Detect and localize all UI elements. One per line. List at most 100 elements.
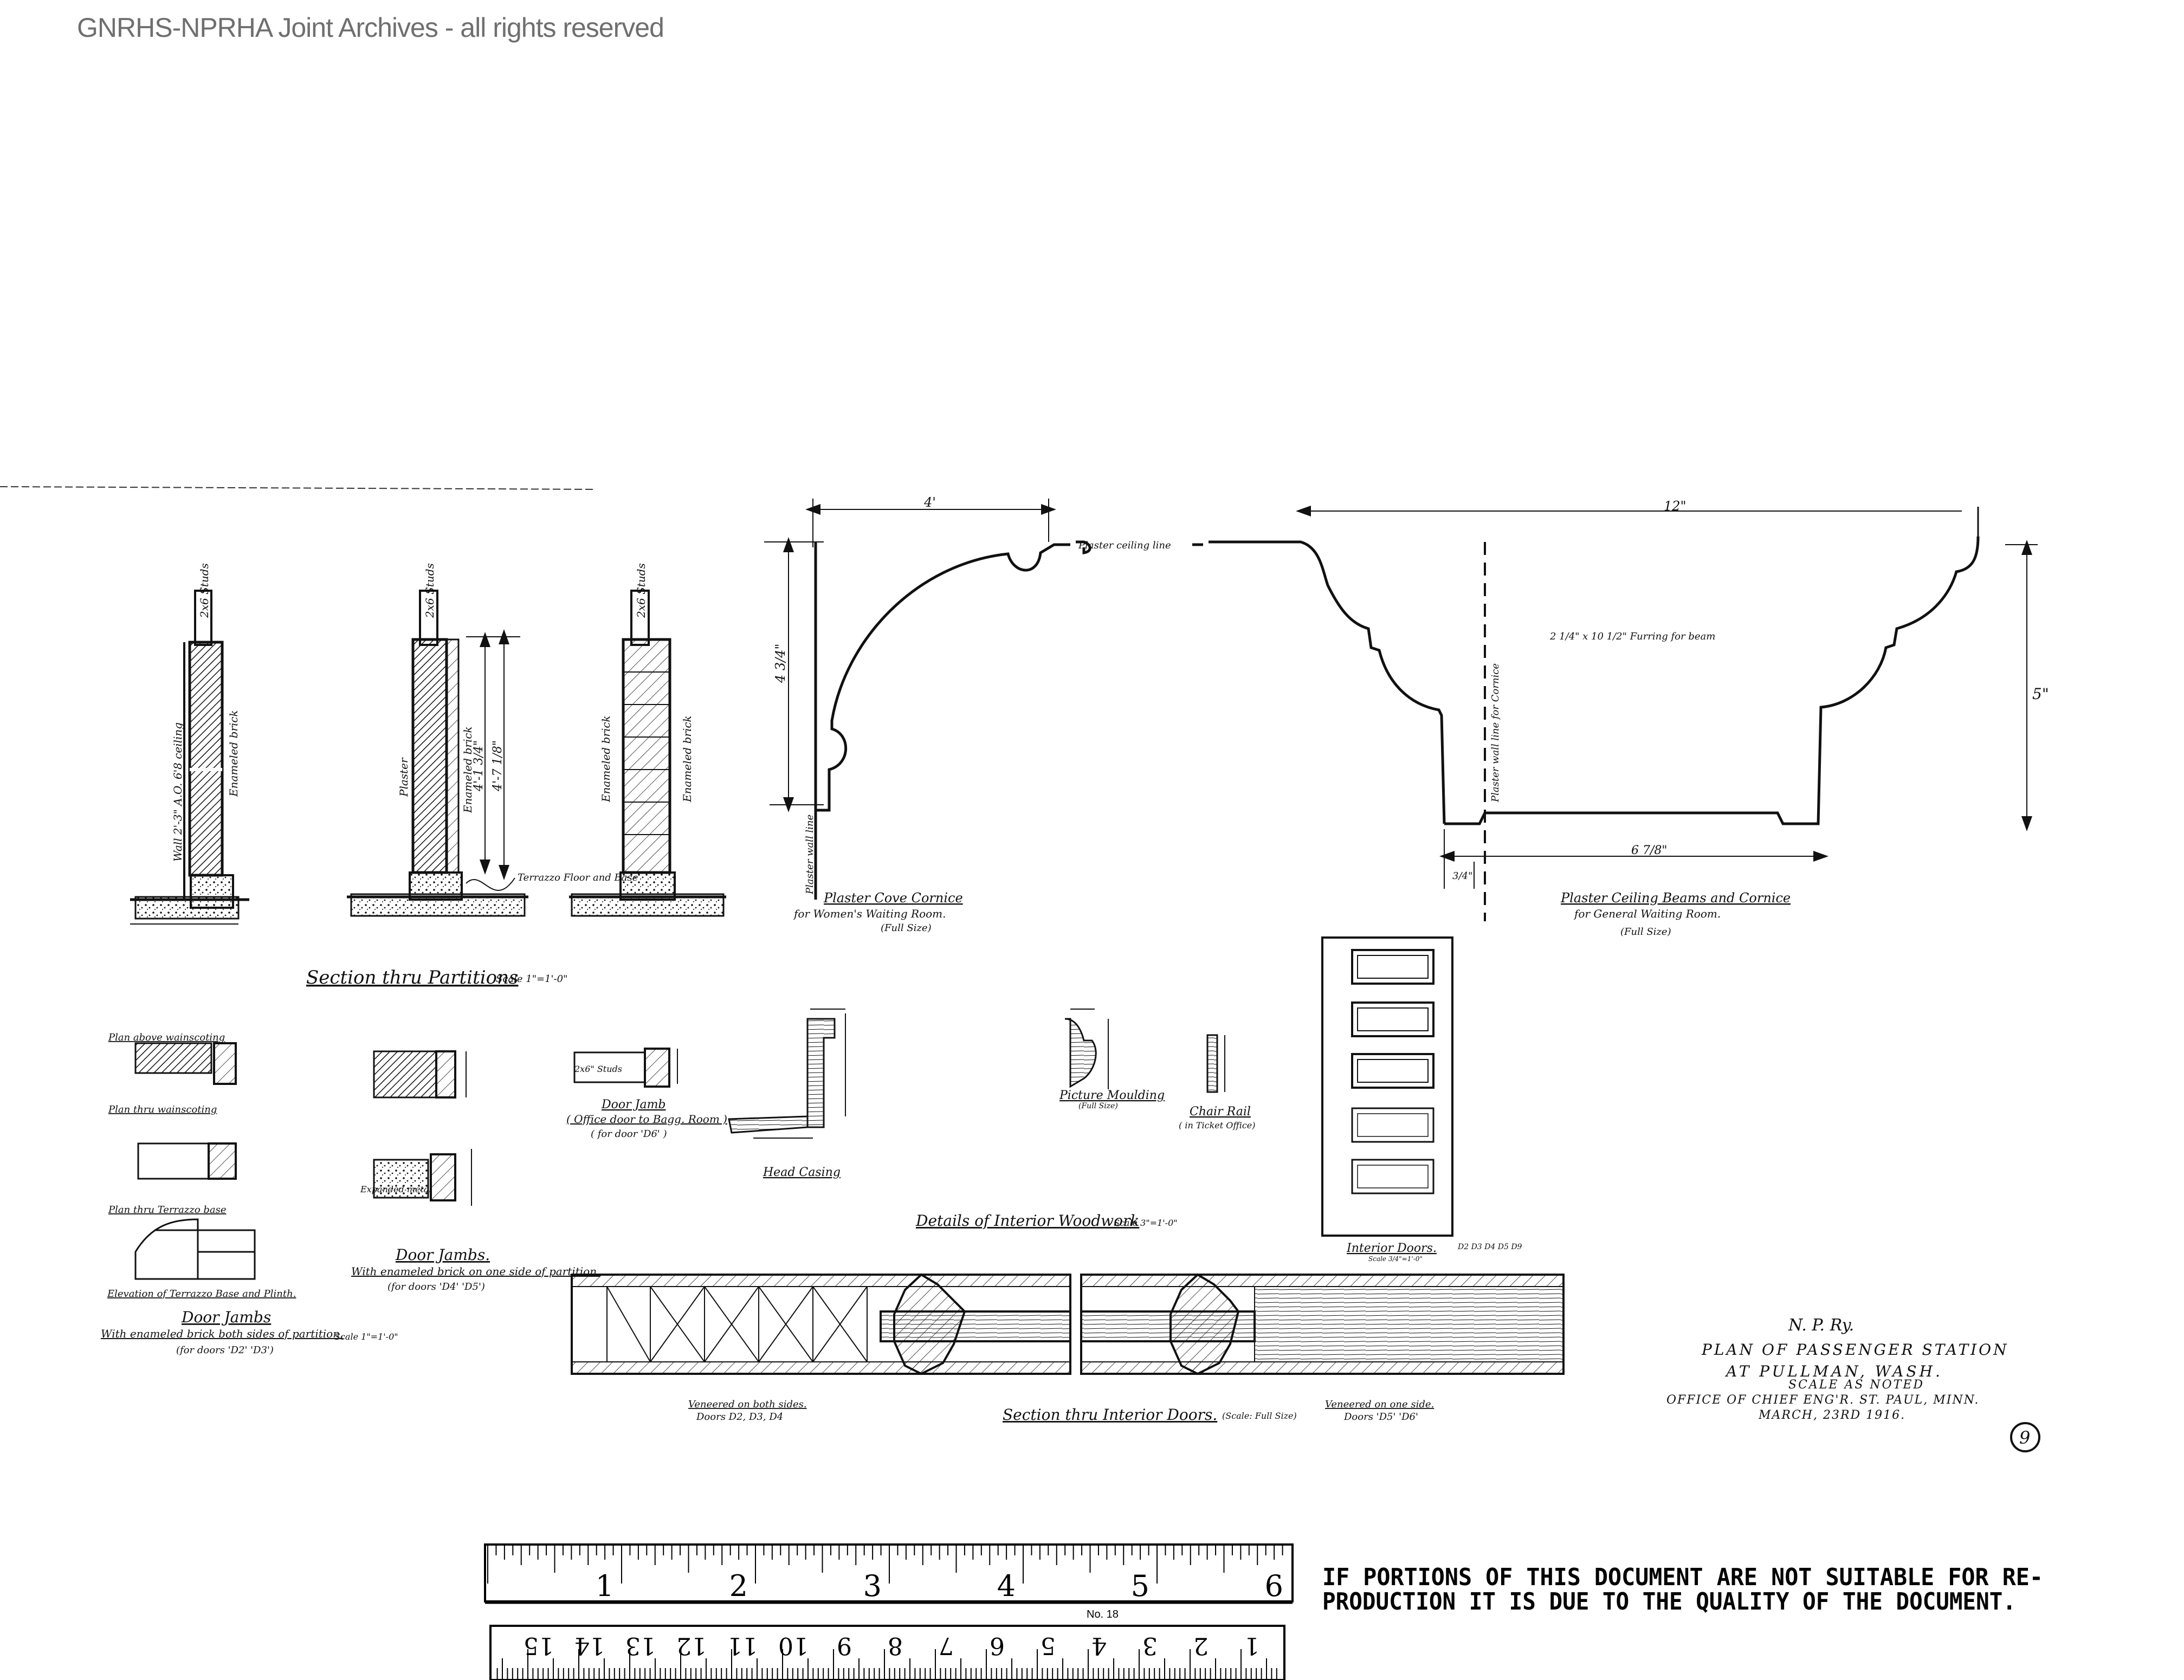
cornice-subtitle: for Women's Waiting Room. bbox=[793, 907, 946, 920]
door-jamb-c: 2x6" Studs Door Jamb ( Office door to Ba… bbox=[566, 1048, 727, 1140]
furring-label: 2 1/4" x 10 1/2" Furring for beam bbox=[1549, 631, 1715, 642]
terrazzo-label: Terrazzo Floor and Base bbox=[518, 872, 638, 883]
studs-label-3: 2x6 Studs bbox=[635, 563, 648, 618]
enamel-label-4: Enameled brick bbox=[681, 715, 694, 803]
ruler-cm-label: 8 bbox=[888, 1632, 903, 1659]
door-panel bbox=[1351, 1053, 1435, 1089]
picture-moulding-size: (Full Size) bbox=[1078, 1102, 1118, 1110]
ruler-inch-label: 6 bbox=[1265, 1569, 1283, 1603]
plan-terrazzo-label: Plan thru Terrazzo base bbox=[108, 1204, 227, 1216]
beams-size: (Full Size) bbox=[1620, 926, 1671, 938]
head-casing-label: Head Casing bbox=[763, 1166, 841, 1179]
beams-title: Plaster Ceiling Beams and Cornice bbox=[1560, 890, 1791, 906]
cornice-title: Plaster Cove Cornice bbox=[823, 890, 963, 906]
sheet-number-circle bbox=[2010, 1422, 2040, 1452]
studs-label-1: 2x6 Studs bbox=[198, 563, 211, 618]
partitions-scale: Scale 1"=1'-0" bbox=[496, 973, 567, 985]
interior-doors-scale: Scale 3/4"=1'-0" bbox=[1368, 1255, 1423, 1263]
cornice-width-dim: 4' bbox=[923, 495, 936, 510]
ceiling-line-label: Plaster ceiling line bbox=[1078, 540, 1171, 551]
picture-moulding-label: Picture Moulding bbox=[1059, 1089, 1165, 1102]
sheet-border-line bbox=[0, 486, 597, 490]
door-jambs-a-title: Door Jambs bbox=[181, 1308, 271, 1326]
archive-watermark: GNRHS-NPRHA Joint Archives - all rights … bbox=[77, 12, 664, 43]
doors-one-label: Doors 'D5' 'D6' bbox=[1343, 1411, 1418, 1423]
sheet-number: 9 bbox=[2019, 1427, 2030, 1448]
elevation-label: Elevation of Terrazzo Base and Plinth. bbox=[107, 1288, 296, 1300]
chair-rail-location: ( in Ticket Office) bbox=[1179, 1120, 1256, 1130]
beams-height-dim: 5" bbox=[2032, 685, 2049, 703]
ruler-cm-label: 1 bbox=[1244, 1632, 1259, 1659]
door-panel bbox=[1351, 1107, 1435, 1143]
studs-label-2: 2x6 Studs bbox=[423, 563, 436, 618]
title-location: AT PULLMAN, WASH. bbox=[1724, 1362, 1943, 1380]
door-jambs-b-title: Door Jambs. bbox=[395, 1246, 490, 1264]
ruler-cm-label: 14 bbox=[574, 1632, 605, 1659]
ruler-cm-label: 15 bbox=[524, 1632, 554, 1659]
partition-section-2: 2x6 Studs Plaster Enameled brick 4'-1 3/… bbox=[347, 563, 638, 917]
partitions-title: Section thru Partitions bbox=[306, 967, 518, 988]
ruler-cm-scale bbox=[489, 1625, 1285, 1680]
cornice-size: (Full Size) bbox=[881, 922, 932, 934]
ruler-cm-label: 11 bbox=[727, 1632, 758, 1659]
ceiling-beams-drawing: 12" 2 1/4" x 10 1/2" Furring for beam Pl… bbox=[1192, 499, 2049, 938]
height-dim-2: 4'-7 1/8" bbox=[491, 740, 505, 792]
door-section-left bbox=[571, 1273, 1071, 1375]
door-jambs-a: Plan above wainscoting Plan thru wainsco… bbox=[101, 1032, 398, 1356]
door-section-scale: (Scale: Full Size) bbox=[1222, 1411, 1297, 1421]
plan-thru-label: Plan thru wainscoting bbox=[108, 1104, 217, 1115]
cove-cornice-drawing: 4' 4 3/4" Plaster ceiling line Plaster w… bbox=[764, 495, 1171, 934]
veneer-one-label: Veneered on one side. bbox=[1325, 1399, 1434, 1410]
ruler-cm-label: 6 bbox=[990, 1632, 1005, 1659]
ruler-cm-label: 5 bbox=[1041, 1632, 1056, 1659]
door-section-right bbox=[1080, 1273, 1565, 1375]
interior-doors-codes: D2 D3 D4 D5 D9 bbox=[1457, 1243, 1522, 1251]
inch-ticks bbox=[487, 1546, 1283, 1584]
beams-wall-line-label: Plaster wall line for Cornice bbox=[1490, 663, 1501, 803]
title-plan: PLAN OF PASSENGER STATION bbox=[1701, 1341, 2009, 1359]
ruler-cm-label: 9 bbox=[837, 1632, 852, 1659]
interior-doors-title: Interior Doors. bbox=[1346, 1242, 1437, 1255]
door-jamb-c-subtitle: ( Office door to Bagg. Room ) bbox=[566, 1113, 727, 1126]
door-jambs-b-subtitle: With enameled brick on one side of parti… bbox=[351, 1265, 600, 1278]
beams-width-dim: 12" bbox=[1664, 499, 1687, 514]
cm-ticks bbox=[496, 1649, 1277, 1679]
door-jambs-a-subtitle: With enameled brick both sides of partit… bbox=[101, 1327, 343, 1340]
plaster-label: Plaster bbox=[397, 757, 410, 797]
partition-section-1: 2x6 Studs Wall 2'-3" A.O. 6'8 ceiling En… bbox=[130, 563, 249, 925]
door-jamb-c-title: Door Jamb bbox=[601, 1098, 666, 1112]
title-scale: SCALE AS NOTED bbox=[1788, 1378, 1924, 1392]
height-dim-1: 4'-1 3/4" bbox=[472, 740, 486, 792]
beams-left-dim: 3/4" bbox=[1452, 870, 1472, 882]
inch-labels: 1 2 3 4 5 6 bbox=[596, 1569, 1283, 1603]
beams-subtitle: for General Waiting Room. bbox=[1573, 907, 1721, 920]
ruler-cm-label: 13 bbox=[625, 1632, 656, 1659]
beams-bottom-dim: 6 7/8" bbox=[1631, 844, 1668, 857]
door-section-title: Section thru Interior Doors. bbox=[1003, 1406, 1217, 1424]
chair-rail-label: Chair Rail bbox=[1190, 1105, 1251, 1119]
ruler-inch-label: 3 bbox=[863, 1569, 882, 1603]
door-jambs-a-scale: Scale 1"=1'-0" bbox=[334, 1332, 398, 1342]
ruler-inch-label: 4 bbox=[997, 1569, 1016, 1603]
ruler-inch-label: 2 bbox=[729, 1569, 748, 1603]
cornice-height-dim: 4 3/4" bbox=[773, 643, 788, 683]
plan-above-label: Plan above wainscoting bbox=[108, 1032, 225, 1043]
ruler-cm-label: 10 bbox=[778, 1632, 809, 1659]
door-jambs-b: Expanded metal Door Jambs. With enameled… bbox=[351, 1050, 600, 1293]
door-panel bbox=[1351, 949, 1435, 985]
woodwork-title: Details of Interior Woodwork bbox=[915, 1212, 1139, 1230]
partition-section-3: 2x6 Studs Enameled brick Enameled brick bbox=[569, 563, 726, 917]
ruler-model: No. 18 bbox=[1087, 1608, 1119, 1620]
ruler-inch-label: 5 bbox=[1131, 1569, 1149, 1603]
doors-both-label: Doors D2, D3, D4 bbox=[696, 1411, 783, 1423]
door-jamb-c-doors: ( for door 'D6' ) bbox=[591, 1128, 667, 1140]
title-date: MARCH, 23RD 1916. bbox=[1758, 1408, 1905, 1422]
enamel-label-3: Enameled brick bbox=[599, 715, 612, 803]
wall-line-label: Plaster wall line bbox=[804, 815, 816, 895]
ruler-inch-label: 1 bbox=[596, 1569, 614, 1603]
door-panel bbox=[1351, 1001, 1435, 1037]
